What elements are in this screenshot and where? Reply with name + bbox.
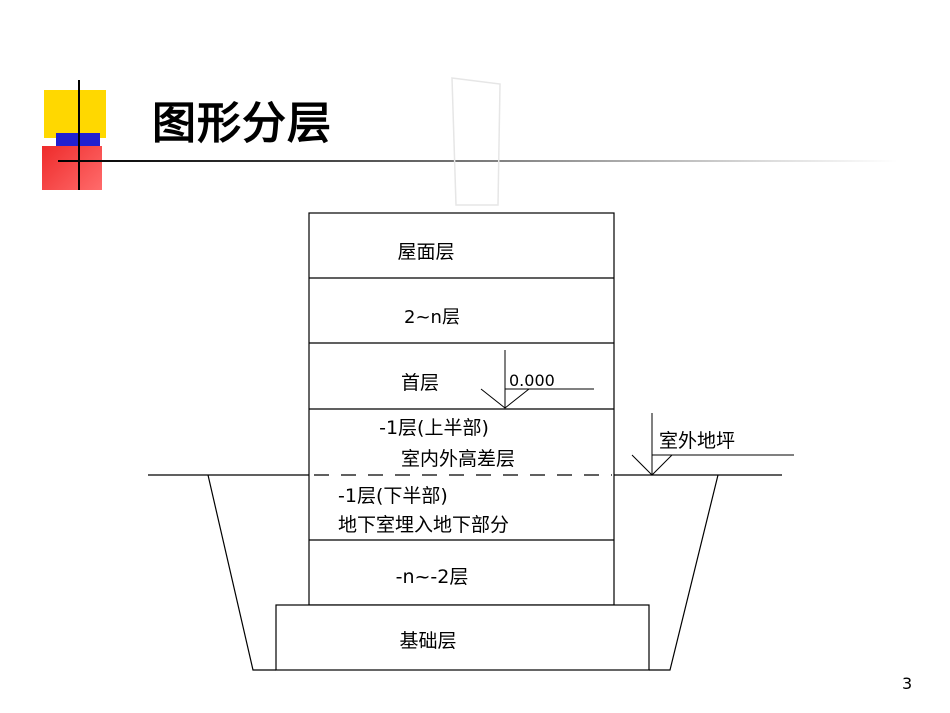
- layer-label-b1-upper-1: -1层(上半部): [379, 417, 489, 439]
- layer-label-b1-lower-1: -1层(下半部): [338, 485, 448, 507]
- layer-label-floors: 2~n层: [404, 307, 460, 328]
- elevation-marker-triangle: [480, 388, 530, 409]
- layer-label-basement: -n~-2层: [396, 566, 469, 588]
- layer-label-b1-upper-2: 室内外高差层: [401, 448, 515, 470]
- slide-title: 图形分层: [152, 98, 332, 149]
- pit-right-slope: [649, 474, 719, 671]
- foundation-block: [275, 604, 650, 671]
- outdoor-label: 室外地坪: [659, 430, 735, 452]
- layer-label-foundation: 基础层: [399, 630, 456, 652]
- yellow-square-decoration: [44, 90, 106, 138]
- outdoor-marker-triangle: [631, 454, 673, 476]
- pit-left-slope: [207, 474, 276, 671]
- page-number: 3: [902, 674, 913, 693]
- title-underline: [58, 160, 898, 162]
- vertical-rule: [78, 80, 80, 190]
- red-square-decoration: [42, 146, 102, 190]
- layer-label-roof: 屋面层: [397, 241, 454, 263]
- layer-label-first: 首层: [401, 372, 439, 394]
- layer-label-b1-lower-2: 地下室埋入地下部分: [338, 514, 509, 536]
- elevation-label: 0.000: [509, 371, 555, 390]
- background-column-artifact: [451, 77, 501, 206]
